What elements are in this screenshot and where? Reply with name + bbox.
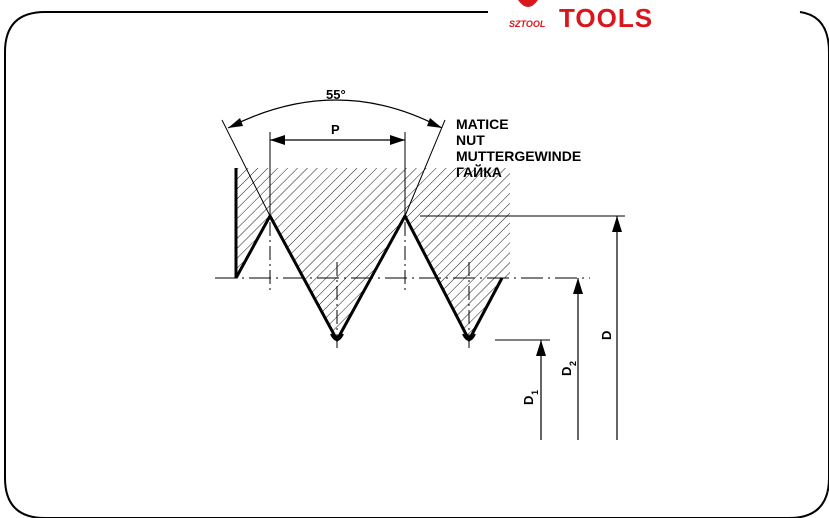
- pitch-label: P: [331, 122, 340, 137]
- nut-label-de: MUTTERGEWINDE: [456, 148, 581, 164]
- pitch-arrow-right: [390, 135, 405, 145]
- dim-D1-arrow: [536, 340, 546, 356]
- dim-D2-label: D 2: [559, 361, 578, 376]
- svg-text:2: 2: [568, 361, 578, 366]
- nut-label-ru: ГАЙКА: [456, 163, 502, 180]
- pitch-arrow-left: [270, 135, 285, 145]
- angle-label: 55°: [326, 87, 346, 102]
- flank-extension-right: [404, 119, 446, 217]
- dim-D-arrow: [612, 216, 622, 232]
- angle-arrow-right: [427, 118, 442, 128]
- dim-D2-arrow: [573, 278, 583, 294]
- nut-label-en: NUT: [456, 132, 485, 148]
- svg-text:D: D: [521, 396, 536, 405]
- dim-D-label: D: [599, 331, 614, 340]
- brand-word: TOOLS: [559, 3, 653, 33]
- nut-hatched-area: [236, 168, 510, 340]
- nut-label-cz: MATICE: [456, 116, 509, 132]
- logo-small-text: SZTOOL: [509, 19, 545, 29]
- drawing-frame: [4, 11, 829, 518]
- angle-arrow-left: [228, 118, 243, 128]
- flank-extension-left: [221, 119, 271, 217]
- dim-D1-label: D 1: [521, 390, 540, 405]
- brand-logo: SZTOOL TOOLS: [509, 0, 653, 33]
- angle-arc: [227, 99, 443, 129]
- svg-text:D: D: [559, 367, 574, 376]
- nut-label-group: MATICE NUT MUTTERGEWINDE ГАЙКА: [456, 116, 581, 180]
- logo-emblem-icon: [518, 0, 538, 7]
- svg-text:1: 1: [530, 390, 540, 395]
- svg-text:D: D: [599, 331, 614, 340]
